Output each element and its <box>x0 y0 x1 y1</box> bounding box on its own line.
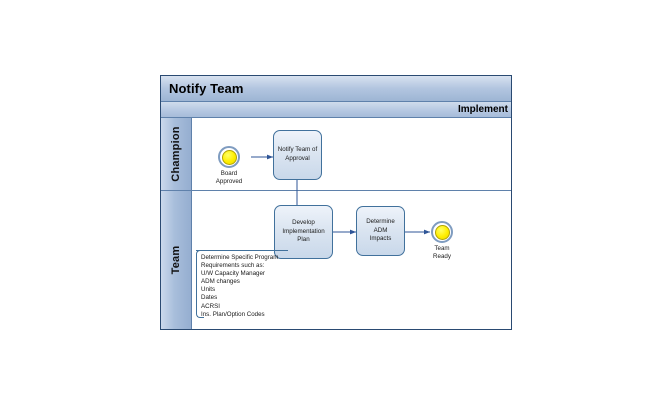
task-determine-adm-impacts[interactable]: Determine ADM Impacts <box>356 206 405 256</box>
lane-body-champion <box>192 118 511 190</box>
task-develop-label: Develop Implementation Plan <box>282 219 325 244</box>
lane-header-champion: Champion <box>161 118 192 190</box>
pool-title-bar: Notify Team <box>161 76 511 102</box>
phase-label: Implement <box>457 104 508 115</box>
process-pool: Notify Team Implement Champion Team <box>160 75 512 330</box>
lane-header-team: Team <box>161 191 192 329</box>
annotation-topline <box>196 250 288 251</box>
annotation-text: Determine Specific Program Requirements … <box>201 254 279 318</box>
start-event-board-approved[interactable] <box>218 146 240 168</box>
end-event-icon <box>434 224 450 240</box>
pool-title-text: Notify Team <box>169 81 244 96</box>
task-notify-label: Notify Team of Approval <box>277 146 318 162</box>
task-adm-label: Determine ADM Impacts <box>366 218 395 243</box>
task-notify-team-of-approval[interactable]: Notify Team of Approval <box>273 130 322 180</box>
end-event-team-ready[interactable] <box>431 221 453 243</box>
start-event-icon <box>221 149 237 165</box>
diagram-canvas: Board Approved Notify Team of Approval D… <box>160 75 512 330</box>
end-event-label: Team Ready <box>433 245 451 260</box>
phase-band: Implement <box>161 102 511 118</box>
lane-champion: Champion <box>161 118 511 191</box>
lane-body-team <box>192 191 511 329</box>
lane-team: Team <box>161 191 511 329</box>
start-event-label: Board Approved <box>215 170 243 185</box>
